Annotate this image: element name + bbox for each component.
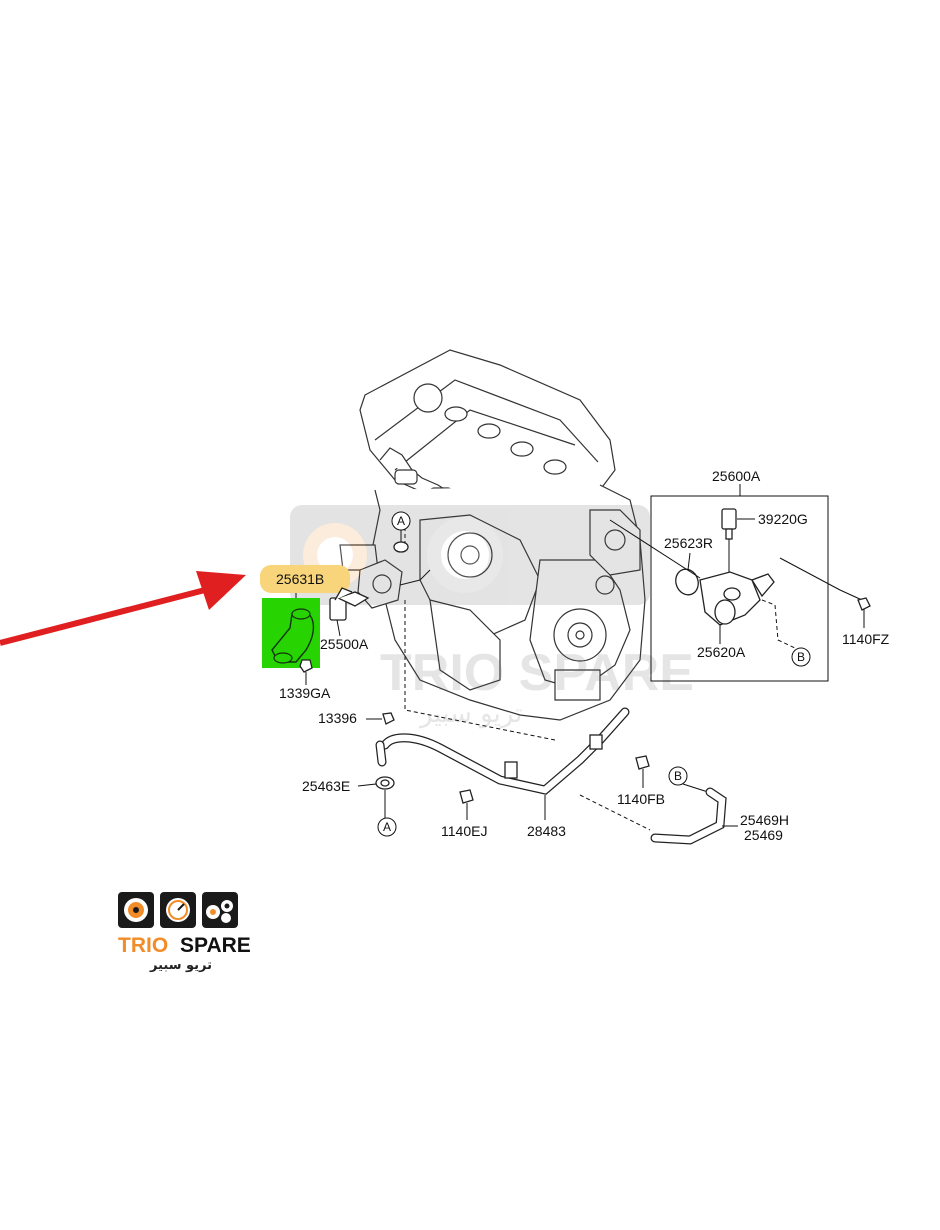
watermark: TRIO SPARE تريو سبير — [290, 505, 694, 729]
bolt-1140FB: 1140FB — [617, 755, 665, 807]
part-label-highlight — [260, 565, 350, 593]
part-label-13396: 13396 — [318, 710, 357, 726]
highlighted-part-25631B: 25631B — [260, 565, 350, 668]
speedometer-icon — [160, 892, 196, 928]
part-label-25631B: 25631B — [276, 571, 324, 587]
part-label-25469: 25469 — [744, 827, 783, 843]
part-label-39220G: 39220G — [758, 511, 808, 527]
logo-brand-prefix: TRIO — [118, 934, 168, 957]
brand-logo: TRIO SPARE تريو سبير — [118, 892, 251, 973]
pointer-arrow — [0, 571, 246, 646]
bolt-1140FZ: 1140FZ — [842, 597, 890, 647]
thermostat-25500A: 25500A — [320, 587, 370, 652]
part-label-25463E: 25463E — [302, 778, 350, 794]
bolt-1140EJ: 1140EJ — [441, 789, 487, 839]
callout-b-box-label: B — [797, 650, 805, 664]
part-label-25469H: 25469H — [740, 812, 789, 828]
gasket-25463E: 25463E A — [302, 776, 397, 837]
logo-brand-suffix: SPARE — [180, 934, 251, 957]
callout-a-top-label: A — [397, 514, 405, 528]
part-label-1140EJ: 1140EJ — [441, 823, 487, 839]
callout-a-top: A — [391, 511, 411, 553]
part-label-1339GA: 1339GA — [279, 685, 331, 701]
part-label-1140FZ: 1140FZ — [842, 631, 890, 647]
part-label-28483: 28483 — [527, 823, 566, 839]
part-label-25600A: 25600A — [712, 468, 761, 484]
speaker-icon — [118, 892, 154, 928]
part-label-25620A: 25620A — [697, 644, 746, 660]
water-outlet-assembly-box: 25600A 39220G 25623R 25620A B — [650, 468, 829, 682]
plug-13396: 13396 — [318, 710, 395, 726]
engine-block — [339, 349, 646, 741]
svg-text:TRIO SPARE: TRIO SPARE — [118, 934, 251, 957]
gears-icon — [202, 892, 238, 928]
watermark-text: TRIO SPARE — [380, 644, 694, 702]
callout-a-bottom-label: A — [383, 820, 391, 834]
part-label-25500A: 25500A — [320, 636, 369, 652]
bolt-1339GA: 1339GA — [279, 659, 331, 701]
watermark-arabic-text: تريو سبير — [418, 699, 522, 729]
hose-25469: B 25469H 25469 — [650, 766, 789, 845]
part-label-25623R: 25623R — [664, 535, 713, 551]
part-label-1140FB: 1140FB — [617, 791, 665, 807]
callout-b-hose-label: B — [674, 769, 682, 783]
coolant-pipe-28483: 28483 — [375, 707, 651, 839]
logo-arabic-text: تريو سبير — [149, 958, 212, 973]
